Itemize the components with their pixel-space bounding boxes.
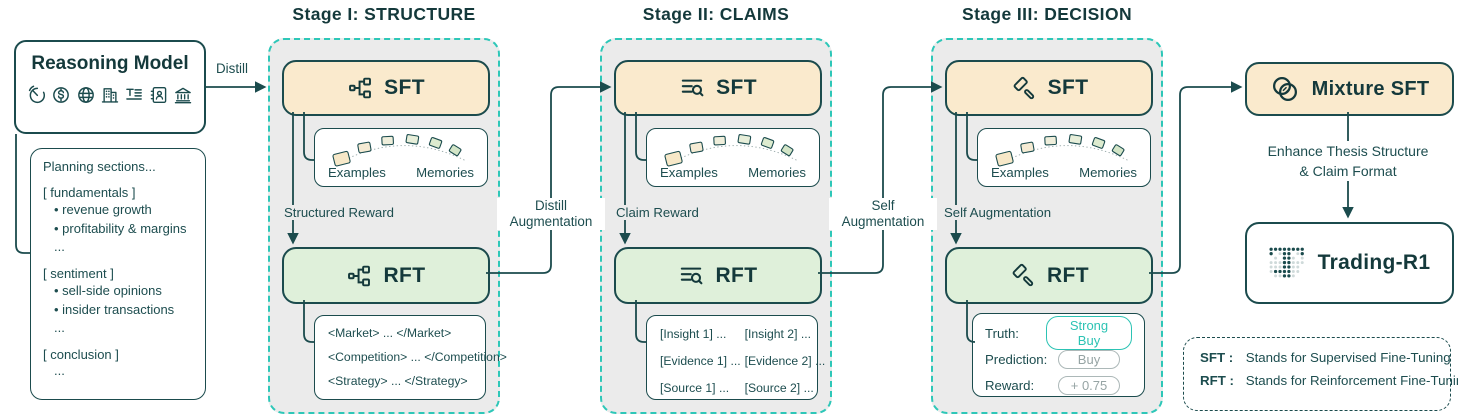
output-line: <Strategy> ... </Strategy> (328, 374, 468, 389)
planning-header: [ conclusion ] (43, 347, 119, 362)
planning-ellipsis: ... (54, 363, 65, 378)
decision-row: Truth: Strong Buy (985, 316, 1132, 350)
legend-row-rft: RFT : Stands for Reinforcement Fine-Tuni… (1200, 373, 1458, 388)
planning-header: [ sentiment ] (43, 266, 114, 281)
legend-box: SFT : Stands for Supervised Fine-Tuning … (1183, 337, 1458, 411)
reasoning-model-icons (16, 75, 204, 106)
examples-label: Examples (328, 165, 386, 180)
sft-label: SFT (384, 76, 425, 99)
trading-r1-label: Trading-R1 (1317, 251, 1431, 274)
mixture-sft-label: Mixture SFT (1311, 77, 1430, 100)
sft-label: SFT (716, 76, 757, 99)
bank-icon (174, 87, 192, 104)
examples-label: Examples (660, 165, 718, 180)
reasoning-model-title: Reasoning Model (31, 53, 189, 74)
list-search-icon (681, 79, 704, 97)
stage-1-reward-label: Structured Reward (280, 205, 398, 220)
stage-1-output-card: <Market> ... </Market> <Competition> ...… (314, 315, 507, 400)
truth-label: Truth: (985, 325, 1019, 341)
reward-value-pill: + 0.75 (1058, 375, 1120, 395)
gavel-icon (1013, 76, 1034, 99)
memories-label: Memories (748, 165, 806, 180)
org-chart-icon (349, 77, 372, 99)
gavel-icon (1012, 263, 1034, 287)
stage-2-reward-label: Claim Reward (612, 205, 703, 220)
reasoning-model-box: Reasoning Model (14, 40, 206, 134)
planning-sections-box: Planning sections... [ fundamentals ] re… (30, 148, 206, 400)
output-line: <Competition> ... </Competition> (328, 350, 507, 365)
stage-1-to-stage-2-arrow (486, 81, 612, 274)
text-lines-icon (126, 88, 143, 100)
stage-3-decision-card: Truth: Strong Buy Prediction: Buy Reward… (972, 313, 1145, 397)
stage-2-sft-box: SFT (614, 60, 822, 116)
stage-3-examples-card: Examples Memories (977, 128, 1151, 187)
org-chart-icon (348, 265, 371, 286)
output-cell: [Insight 1] ... (660, 327, 727, 341)
distill-label: Distill (207, 61, 257, 76)
examples-label: Examples (991, 165, 1049, 180)
reasoning-to-planning-connector (15, 134, 30, 254)
output-cell: [Source 1] ... (660, 381, 730, 395)
list-search-icon (681, 267, 703, 284)
truth-value-pill: Strong Buy (1046, 316, 1132, 350)
legend-term: RFT : (1200, 373, 1234, 388)
enhance-label: Enhance Thesis Structure & Claim Format (1248, 141, 1448, 181)
memories-label: Memories (416, 165, 474, 180)
legend-definition: Stands for Reinforcement Fine-Tuning (1245, 373, 1458, 388)
self-augmentation-label: Self Augmentation (829, 198, 937, 230)
planning-title: Planning sections... (43, 159, 156, 174)
legend-definition: Stands for Supervised Fine-Tuning (1245, 350, 1451, 365)
prediction-value-pill: Buy (1058, 349, 1120, 369)
sft-label: SFT (1047, 76, 1089, 99)
legend-row-sft: SFT : Stands for Supervised Fine-Tuning (1200, 350, 1451, 365)
prediction-label: Prediction: (985, 351, 1048, 367)
output-line: <Market> ... </Market> (328, 326, 452, 340)
stage-1-title: Stage I: STRUCTURE (292, 4, 476, 24)
stage-3-title: Stage III: DECISION (962, 4, 1132, 24)
legend-term: SFT : (1200, 350, 1234, 365)
planning-bullet: revenue growth (43, 200, 193, 219)
stage-3-sft-box: SFT (945, 60, 1153, 116)
rft-label: RFT (1046, 263, 1090, 287)
reward-label: Reward: (985, 377, 1035, 393)
planning-bullet: profitability & margins (43, 219, 193, 238)
trading-r1-box: Trading-R1 (1245, 222, 1454, 304)
dollar-circle-icon (53, 87, 70, 103)
stage-1-sft-box: SFT (282, 60, 490, 116)
memories-label: Memories (1079, 165, 1137, 180)
venn-circles-icon (1272, 77, 1297, 101)
globe-icon (77, 87, 94, 103)
decision-row: Prediction: Buy (985, 348, 1132, 370)
mixture-sft-box: Mixture SFT (1245, 62, 1454, 116)
planning-bullet: insider transactions (43, 300, 193, 319)
planning-header: [ fundamentals ] (43, 185, 136, 200)
decision-row: Reward: + 0.75 (985, 374, 1132, 396)
output-cell: [Evidence 1] ... (660, 354, 741, 368)
output-cell: [Source 2] ... (744, 381, 814, 395)
stage-3-rft-box: RFT (945, 247, 1153, 304)
donut-chart-icon (28, 85, 45, 104)
output-cell: [Evidence 2] ... (744, 354, 826, 368)
stage-1-examples-card: Examples Memories (314, 128, 488, 187)
stage-2-rft-box: RFT (614, 247, 822, 304)
contact-card-icon (150, 86, 166, 104)
stage-3-reward-label: Self Augmentation (940, 205, 1056, 220)
building-icon (101, 88, 119, 103)
stage-2-output-card: [Insight 1] ... [Insight 2] ... [Evidenc… (646, 315, 825, 400)
dot-matrix-t-icon (1269, 247, 1304, 278)
stage-1-rft-box: RFT (282, 247, 490, 304)
rft-label: RFT (715, 263, 758, 287)
output-cell: [Insight 2] ... (744, 327, 812, 341)
stage-2-title: Stage II: CLAIMS (642, 4, 790, 24)
planning-bullet: sell-side opinions (43, 281, 193, 300)
planning-ellipsis: ... (54, 320, 65, 335)
stage-2-to-stage-3-arrow (818, 81, 943, 274)
stage-2-examples-card: Examples Memories (646, 128, 820, 187)
planning-ellipsis: ... (54, 239, 65, 254)
rft-label: RFT (383, 263, 426, 287)
distill-augmentation-label: Distill Augmentation (497, 198, 605, 230)
